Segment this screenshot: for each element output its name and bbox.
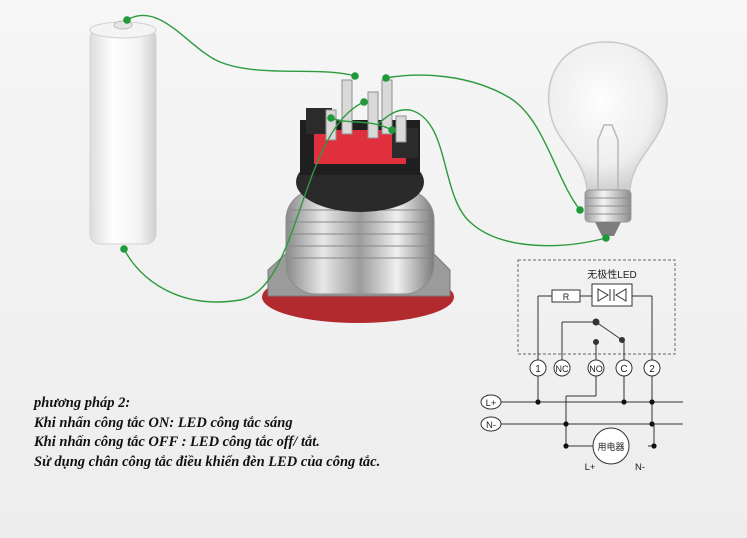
wire-battery-top bbox=[126, 14, 356, 77]
terminal-nc bbox=[553, 359, 571, 377]
rail-negative-label: N- bbox=[486, 420, 496, 431]
schematic: 无极性LED R 1 NC NO C 2 L+ bbox=[480, 259, 683, 473]
wire-bulb-bottom bbox=[377, 109, 607, 247]
terminal-label-no: NO bbox=[589, 364, 603, 374]
switch-housing-outline bbox=[517, 259, 676, 355]
method-caption: phương pháp 2: Khi nhấn công tắc ON: LED… bbox=[34, 394, 494, 472]
led-label: 无极性LED bbox=[587, 268, 636, 281]
rail-positive-label: L+ bbox=[486, 398, 497, 409]
terminal-label-c: C bbox=[620, 364, 627, 375]
terminal-label-2: 2 bbox=[649, 364, 655, 375]
caption-line-on: Khi nhấn công tắc ON: LED công tắc sáng bbox=[34, 414, 293, 431]
switch-lever bbox=[595, 321, 623, 341]
load-symbol bbox=[592, 427, 630, 465]
caption-line-off: Khi nhấn công tắc OFF : LED công tắc off… bbox=[34, 434, 320, 450]
load-label: 用电器 bbox=[597, 441, 624, 452]
caption-heading: phương pháp 2: bbox=[34, 395, 131, 411]
resistor-label: R bbox=[563, 292, 570, 302]
terminal-label-nc: NC bbox=[556, 364, 569, 374]
push-button-switch bbox=[262, 79, 454, 323]
battery bbox=[89, 20, 157, 245]
load-positive-label: L+ bbox=[585, 462, 596, 473]
caption-line-usage: Sử dụng chân công tắc điều khiển đèn LED… bbox=[34, 453, 381, 470]
wires bbox=[123, 14, 607, 303]
load-negative-label: N- bbox=[635, 462, 645, 473]
wire-jumper bbox=[330, 117, 393, 131]
light-bulb bbox=[547, 41, 668, 236]
terminal-label-1: 1 bbox=[535, 364, 541, 375]
wire-nodes bbox=[120, 16, 610, 253]
wire-battery-bottom bbox=[123, 101, 365, 303]
led-symbol bbox=[591, 283, 633, 307]
wire-switch-to-bulb bbox=[385, 74, 581, 211]
